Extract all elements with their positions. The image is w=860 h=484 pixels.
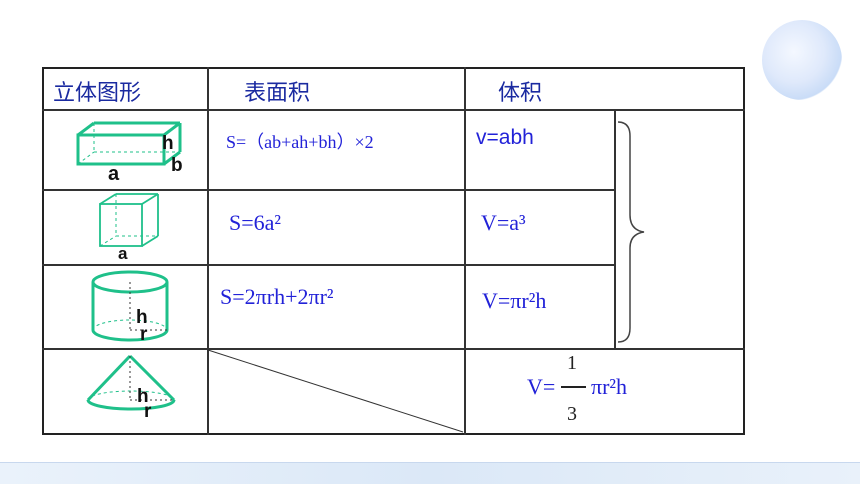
cuboid-surface-formula: S=（ab+ah+bh）×2 [226, 132, 374, 152]
decorative-bubble [762, 20, 842, 100]
cone-volume-denominator: 3 [567, 403, 577, 425]
cylinder-surface-formula: S=2πrh+2πr² [220, 284, 334, 309]
cuboid-label-a: a [108, 163, 120, 185]
cuboid-label-b: b [171, 155, 183, 176]
cuboid-volume-formula: v=abh [476, 126, 534, 149]
cone-volume-numerator: 1 [567, 352, 577, 374]
cube-surface-formula: S=6a² [229, 210, 282, 235]
col-line-2 [464, 67, 466, 435]
cylinder-volume-formula: V=πr²h [482, 288, 547, 313]
col-line-1 [207, 67, 209, 435]
row-line-header [42, 109, 745, 111]
empty-cell-diagonal [207, 349, 464, 433]
cylinder-label-h: h [136, 307, 148, 328]
cone-label-r: r [144, 401, 152, 422]
cuboid-figure: h b a [76, 121, 183, 185]
right-brace [617, 121, 645, 343]
cone-volume-fraction-bar [561, 386, 586, 388]
row-line-2 [42, 264, 614, 266]
cylinder-label-r: r [140, 324, 148, 345]
col-line-3 [614, 109, 616, 348]
cuboid-label-h: h [162, 133, 174, 154]
cube-volume-formula: V=a³ [481, 210, 526, 235]
header-volume: 体积 [498, 81, 543, 106]
header-shape: 立体图形 [53, 81, 142, 106]
cone-label-h: h [137, 386, 149, 407]
cone-figure: h r [86, 354, 176, 422]
cone-volume-suffix: πr²h [591, 374, 628, 399]
row-line-1 [42, 189, 614, 191]
cube-label-a: a [118, 244, 128, 263]
header-surface-area: 表面积 [244, 81, 311, 106]
row-line-3 [42, 348, 745, 350]
bottom-band [0, 462, 860, 484]
bottom-stripe [0, 462, 860, 463]
formula-table [42, 67, 745, 435]
cylinder-figure: h r [91, 270, 169, 345]
cone-volume-prefix: V= [527, 374, 556, 399]
cube-figure: a [99, 193, 159, 263]
